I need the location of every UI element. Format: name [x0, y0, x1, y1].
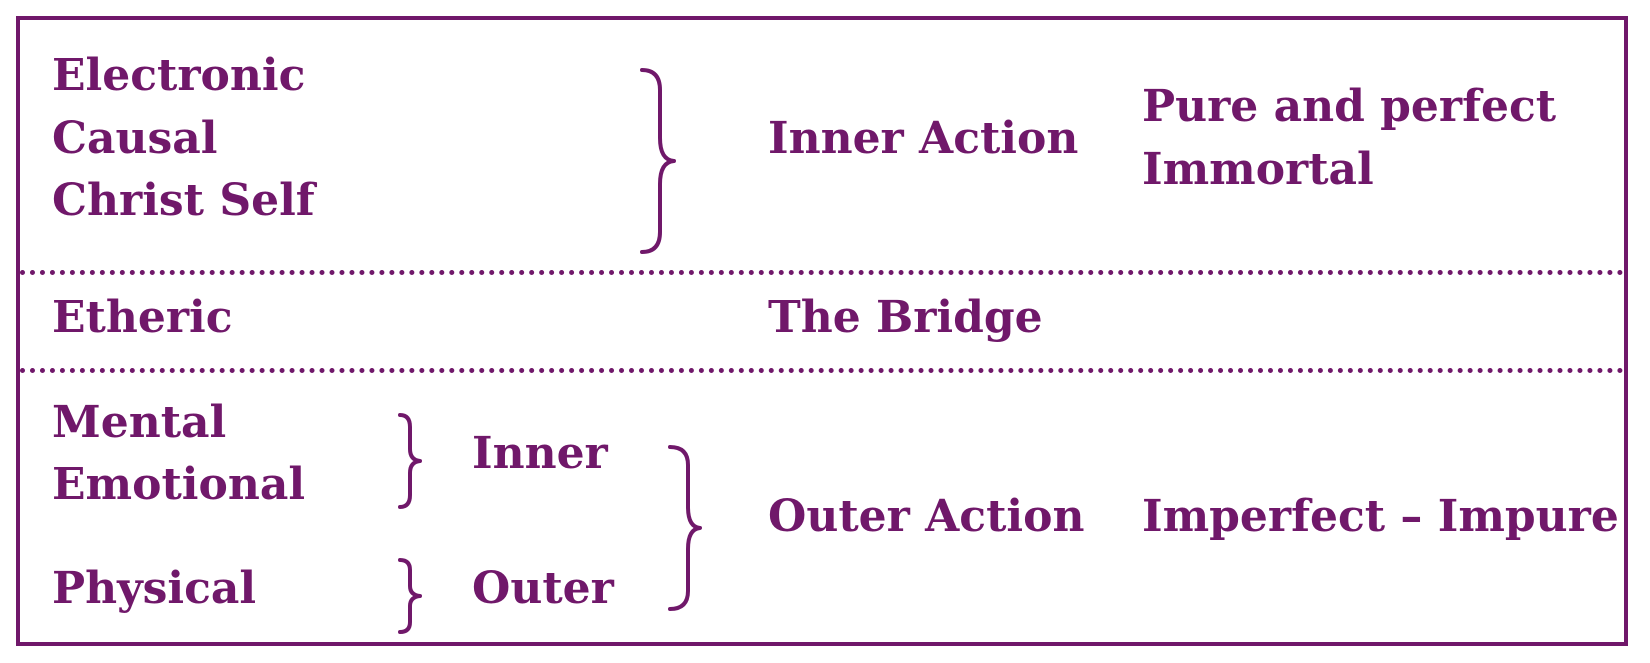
divider-top	[20, 270, 1624, 275]
body-etheric: Etheric	[52, 292, 233, 343]
divider-bottom	[20, 368, 1624, 373]
brace-top	[640, 68, 676, 254]
brace-outer-action	[668, 445, 702, 611]
body-causal: Causal	[52, 113, 218, 164]
outer-label: Outer	[472, 563, 614, 614]
inner-action-label: Inner Action	[768, 113, 1079, 164]
the-bridge-label: The Bridge	[768, 292, 1043, 343]
brace-inner	[398, 413, 422, 509]
body-physical: Physical	[52, 563, 257, 614]
body-emotional: Emotional	[52, 459, 306, 510]
diagram-frame	[16, 16, 1628, 646]
body-christ-self: Christ Self	[52, 175, 315, 226]
brace-outer	[398, 558, 422, 634]
quality-immortal: Immortal	[1142, 144, 1374, 195]
quality-imperfect-impure: Imperfect – Impure	[1142, 491, 1619, 542]
inner-label: Inner	[472, 428, 608, 479]
body-mental: Mental	[52, 397, 227, 448]
body-electronic: Electronic	[52, 50, 306, 101]
outer-action-label: Outer Action	[768, 491, 1085, 542]
quality-pure-and-perfect: Pure and perfect	[1142, 81, 1557, 132]
